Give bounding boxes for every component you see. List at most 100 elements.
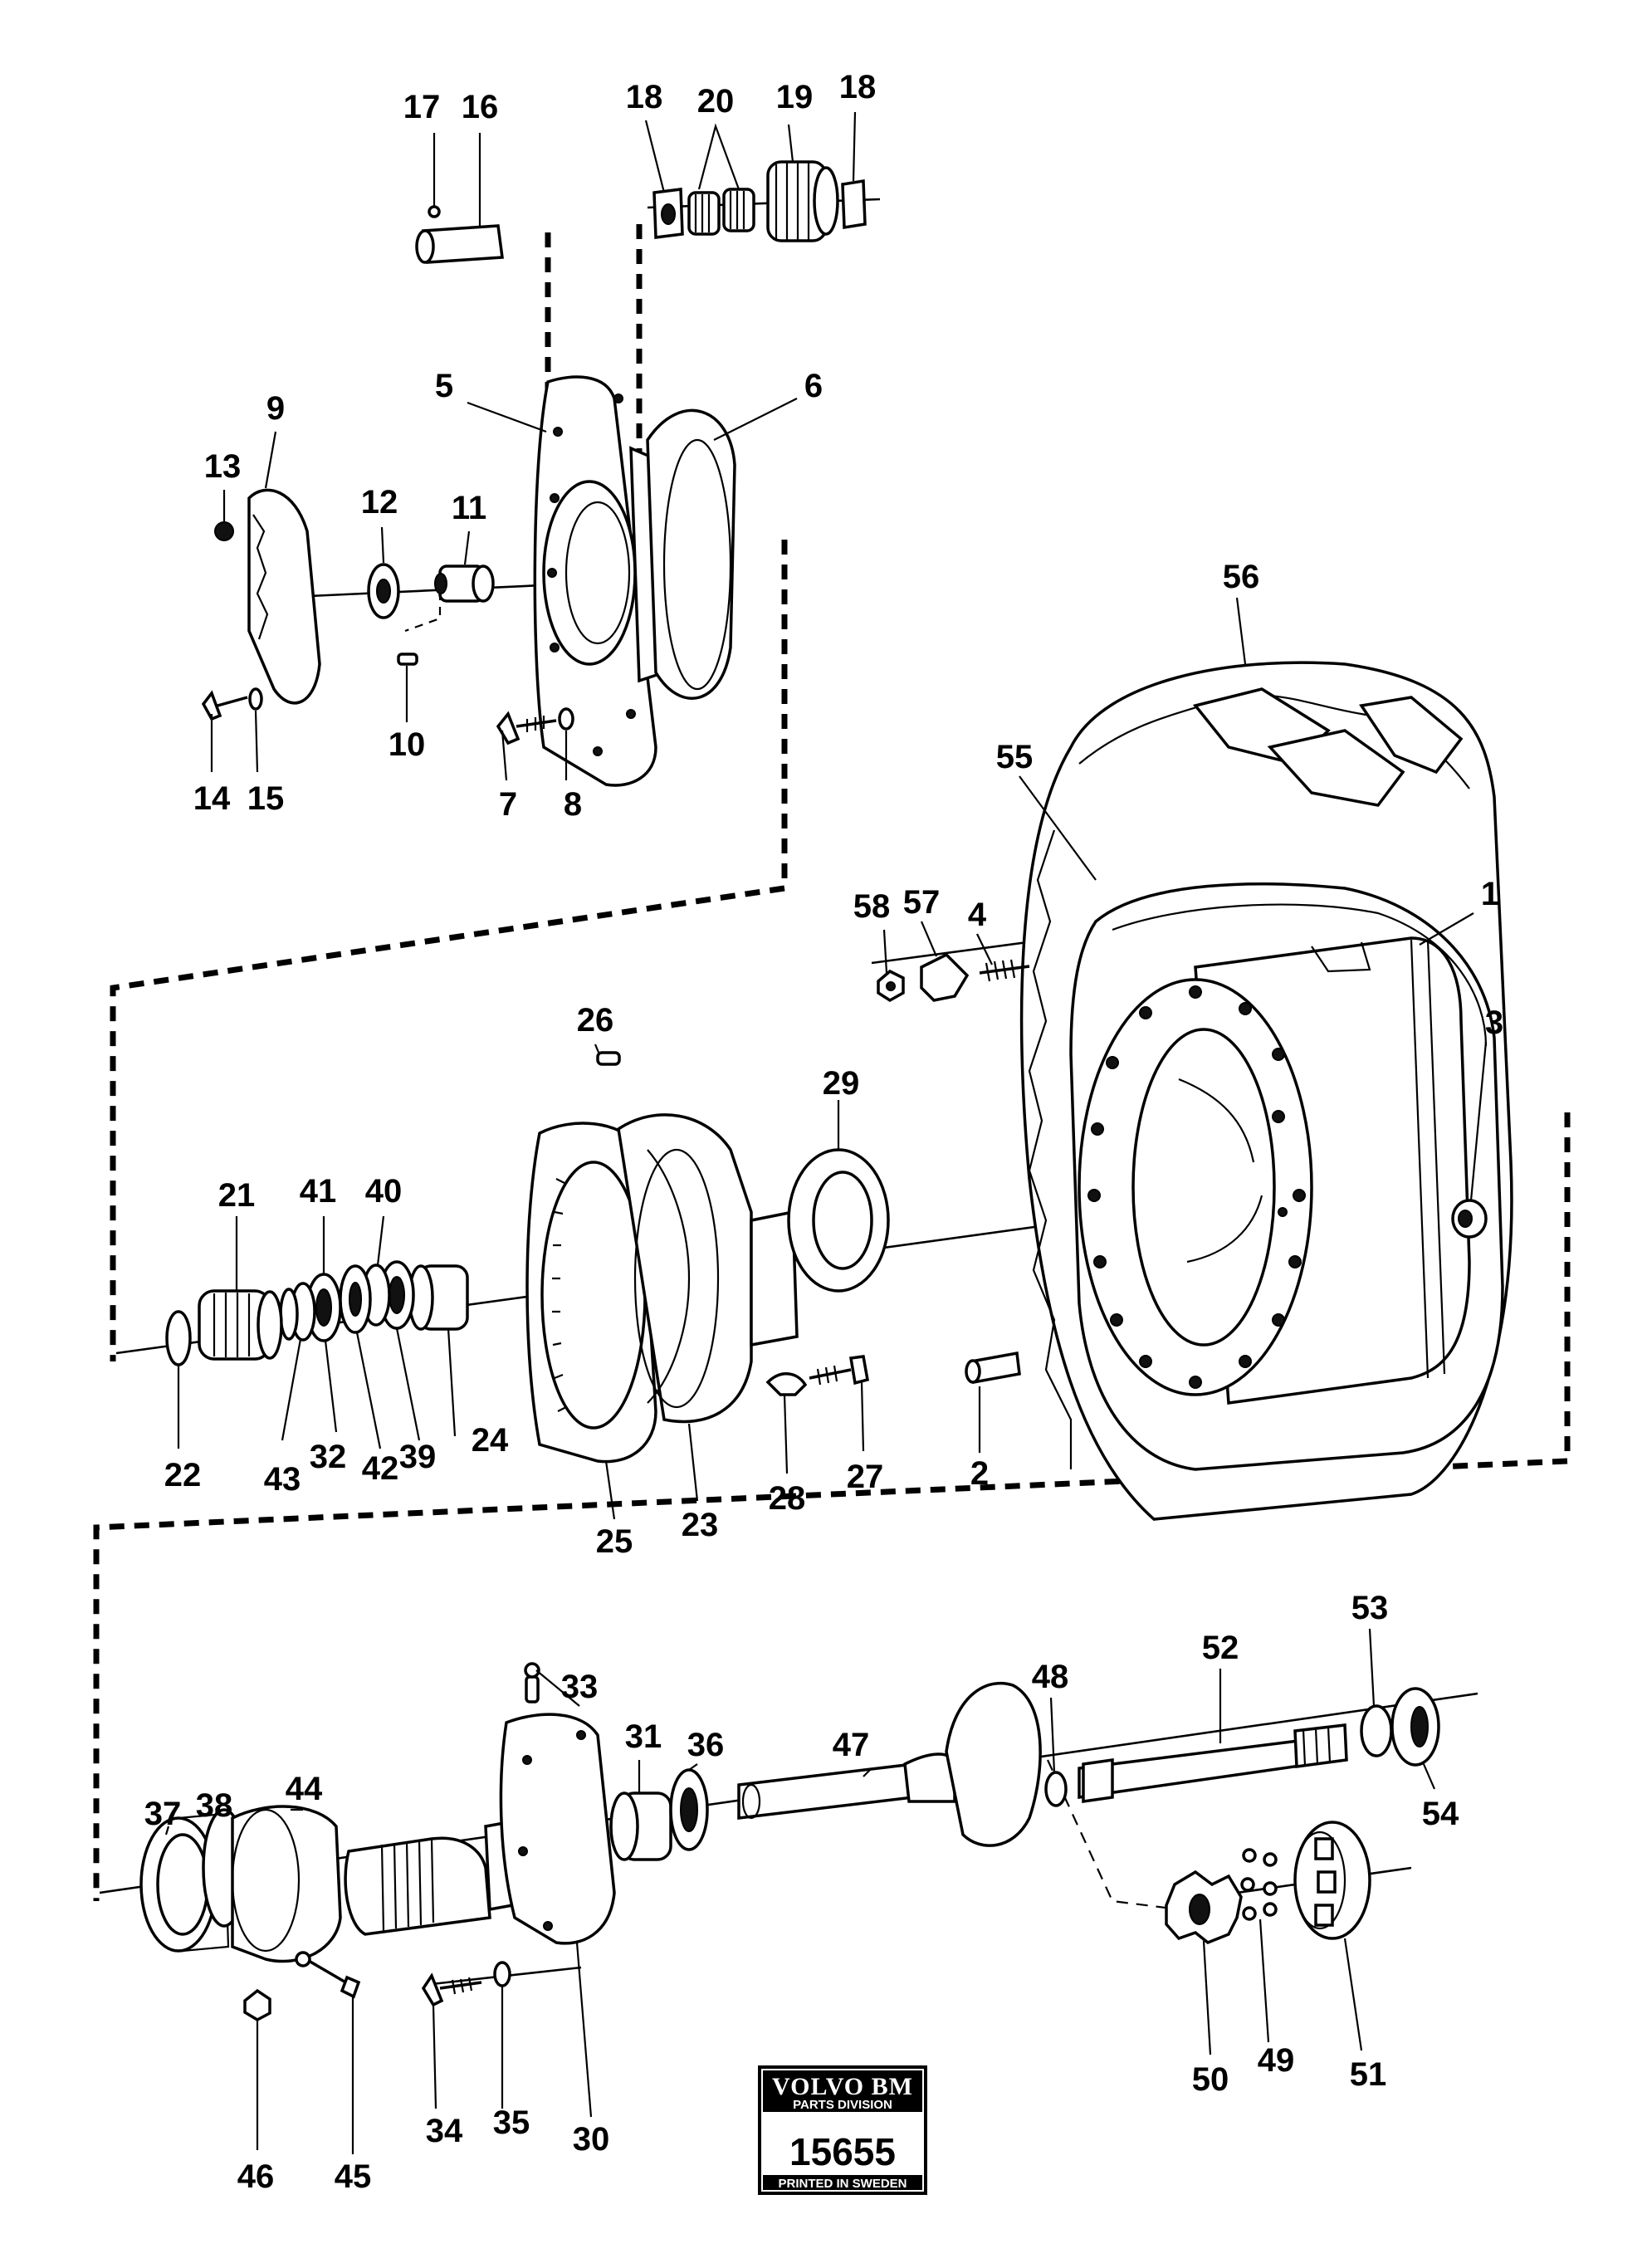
snap-ring-22 bbox=[165, 1310, 192, 1366]
label-part-58: 58 bbox=[853, 888, 891, 925]
label-part-33: 33 bbox=[561, 1669, 599, 1705]
wheel-assembly bbox=[877, 661, 1513, 1521]
drive-shaft-47 bbox=[737, 1681, 1042, 1847]
screw-34 bbox=[421, 1972, 482, 2007]
label-part-31: 31 bbox=[625, 1718, 662, 1755]
label-part-7: 7 bbox=[499, 786, 517, 823]
bearing-37 bbox=[139, 1812, 230, 1953]
balls-49 bbox=[1240, 1848, 1278, 1921]
label-part-48: 48 bbox=[1032, 1659, 1069, 1695]
stamp-division: PARTS DIVISION bbox=[793, 2098, 892, 2112]
key-10 bbox=[397, 653, 418, 666]
label-part-26: 26 bbox=[577, 1002, 614, 1039]
label-part-20: 20 bbox=[697, 83, 735, 120]
lock-plate-28 bbox=[765, 1372, 808, 1396]
nut-13 bbox=[214, 521, 234, 541]
label-part-13: 13 bbox=[204, 448, 242, 485]
label-part-4: 4 bbox=[968, 897, 987, 933]
plug-3 bbox=[1451, 1199, 1488, 1239]
spindle-30 bbox=[344, 1713, 616, 1945]
label-part-52: 52 bbox=[1202, 1630, 1239, 1666]
bushing-31 bbox=[609, 1791, 672, 1861]
label-part-40: 40 bbox=[365, 1173, 403, 1210]
label-part-44: 44 bbox=[286, 1771, 323, 1807]
label-part-37: 37 bbox=[144, 1796, 182, 1832]
cover-ring-6 bbox=[646, 408, 736, 700]
thrust-washer-18-right bbox=[841, 178, 867, 230]
label-part-24: 24 bbox=[472, 1422, 509, 1459]
label-part-39: 39 bbox=[399, 1439, 437, 1475]
assembly-dashed-paths bbox=[93, 224, 1571, 1911]
sun-gear-21 bbox=[198, 1289, 283, 1361]
ring-53 bbox=[1360, 1704, 1393, 1757]
label-part-45: 45 bbox=[335, 2158, 372, 2195]
label-part-32: 32 bbox=[310, 1439, 347, 1475]
label-part-21: 21 bbox=[218, 1177, 256, 1214]
parts-stamp: VOLVO BM PARTS DIVISION 15655 PRINTED IN… bbox=[758, 2065, 927, 2195]
label-part-54: 54 bbox=[1422, 1796, 1459, 1832]
label-part-49: 49 bbox=[1258, 2042, 1295, 2079]
dashed-path-upper-to-middle bbox=[110, 540, 788, 1361]
label-part-1: 1 bbox=[1481, 876, 1499, 912]
seal-54 bbox=[1390, 1687, 1440, 1767]
part-labels: 1 2 3 4 5 6 7 8 9 10 11 12 13 14 15 16 1… bbox=[144, 69, 1503, 2195]
bearing-12 bbox=[367, 563, 400, 619]
label-part-36: 36 bbox=[687, 1727, 725, 1763]
label-part-22: 22 bbox=[164, 1457, 202, 1493]
screw-14 bbox=[201, 690, 248, 721]
dashed-path-pinion bbox=[1047, 1759, 1180, 1911]
label-part-34: 34 bbox=[426, 2113, 463, 2149]
stamp-header-band bbox=[763, 2070, 922, 2112]
needle-bearings-20 bbox=[687, 188, 755, 236]
planet-carrier-assembly bbox=[201, 160, 867, 787]
wheel-hub-1 bbox=[1078, 936, 1471, 1405]
screw-27 bbox=[809, 1355, 870, 1386]
label-part-5: 5 bbox=[435, 368, 453, 404]
pin-26 bbox=[596, 1051, 621, 1066]
label-part-41: 41 bbox=[300, 1173, 337, 1210]
label-part-11: 11 bbox=[452, 490, 486, 526]
label-part-8: 8 bbox=[564, 786, 582, 823]
label-part-15: 15 bbox=[247, 780, 285, 817]
seal-36 bbox=[669, 1768, 709, 1851]
washer-8 bbox=[558, 707, 574, 731]
screw-7 bbox=[496, 711, 557, 745]
drive-shaft-assembly bbox=[139, 1662, 1440, 2022]
ring-32 bbox=[279, 1288, 299, 1341]
side-gear-50 bbox=[1165, 1870, 1243, 1945]
dashed-path-key bbox=[404, 577, 442, 633]
grease-nipple-33 bbox=[524, 1662, 540, 1703]
seal-housing-44 bbox=[231, 1805, 342, 1963]
stamp-footer-band bbox=[763, 2175, 922, 2190]
label-part-28: 28 bbox=[769, 1480, 806, 1517]
cover-plate-9 bbox=[247, 488, 321, 705]
label-part-2: 2 bbox=[970, 1455, 989, 1492]
label-part-3: 3 bbox=[1485, 1004, 1503, 1041]
planet-gear-19 bbox=[766, 160, 839, 242]
label-part-9: 9 bbox=[266, 390, 285, 427]
axle-shaft-52 bbox=[1078, 1723, 1348, 1804]
label-part-46: 46 bbox=[237, 2158, 275, 2195]
label-part-25: 25 bbox=[596, 1523, 633, 1560]
label-part-51: 51 bbox=[1350, 2056, 1387, 2093]
screw-45 bbox=[295, 1951, 361, 1999]
clamp-57 bbox=[920, 952, 970, 1002]
label-part-38: 38 bbox=[196, 1787, 233, 1824]
cage-51 bbox=[1293, 1821, 1371, 1940]
label-part-18-left: 18 bbox=[626, 79, 663, 115]
label-part-30: 30 bbox=[573, 2121, 610, 2158]
label-part-29: 29 bbox=[823, 1065, 860, 1102]
spacer-11 bbox=[434, 565, 495, 603]
bearing-29 bbox=[787, 1148, 890, 1293]
washer-15 bbox=[248, 687, 263, 711]
stud-4 bbox=[979, 959, 1030, 982]
ring-48 bbox=[1044, 1771, 1068, 1807]
label-part-10: 10 bbox=[389, 726, 426, 763]
ring-gear-25 bbox=[525, 1122, 657, 1464]
leader-lines bbox=[164, 111, 1488, 2154]
dowel-2 bbox=[965, 1351, 1021, 1385]
label-part-50: 50 bbox=[1192, 2061, 1229, 2098]
label-part-17: 17 bbox=[403, 89, 441, 125]
